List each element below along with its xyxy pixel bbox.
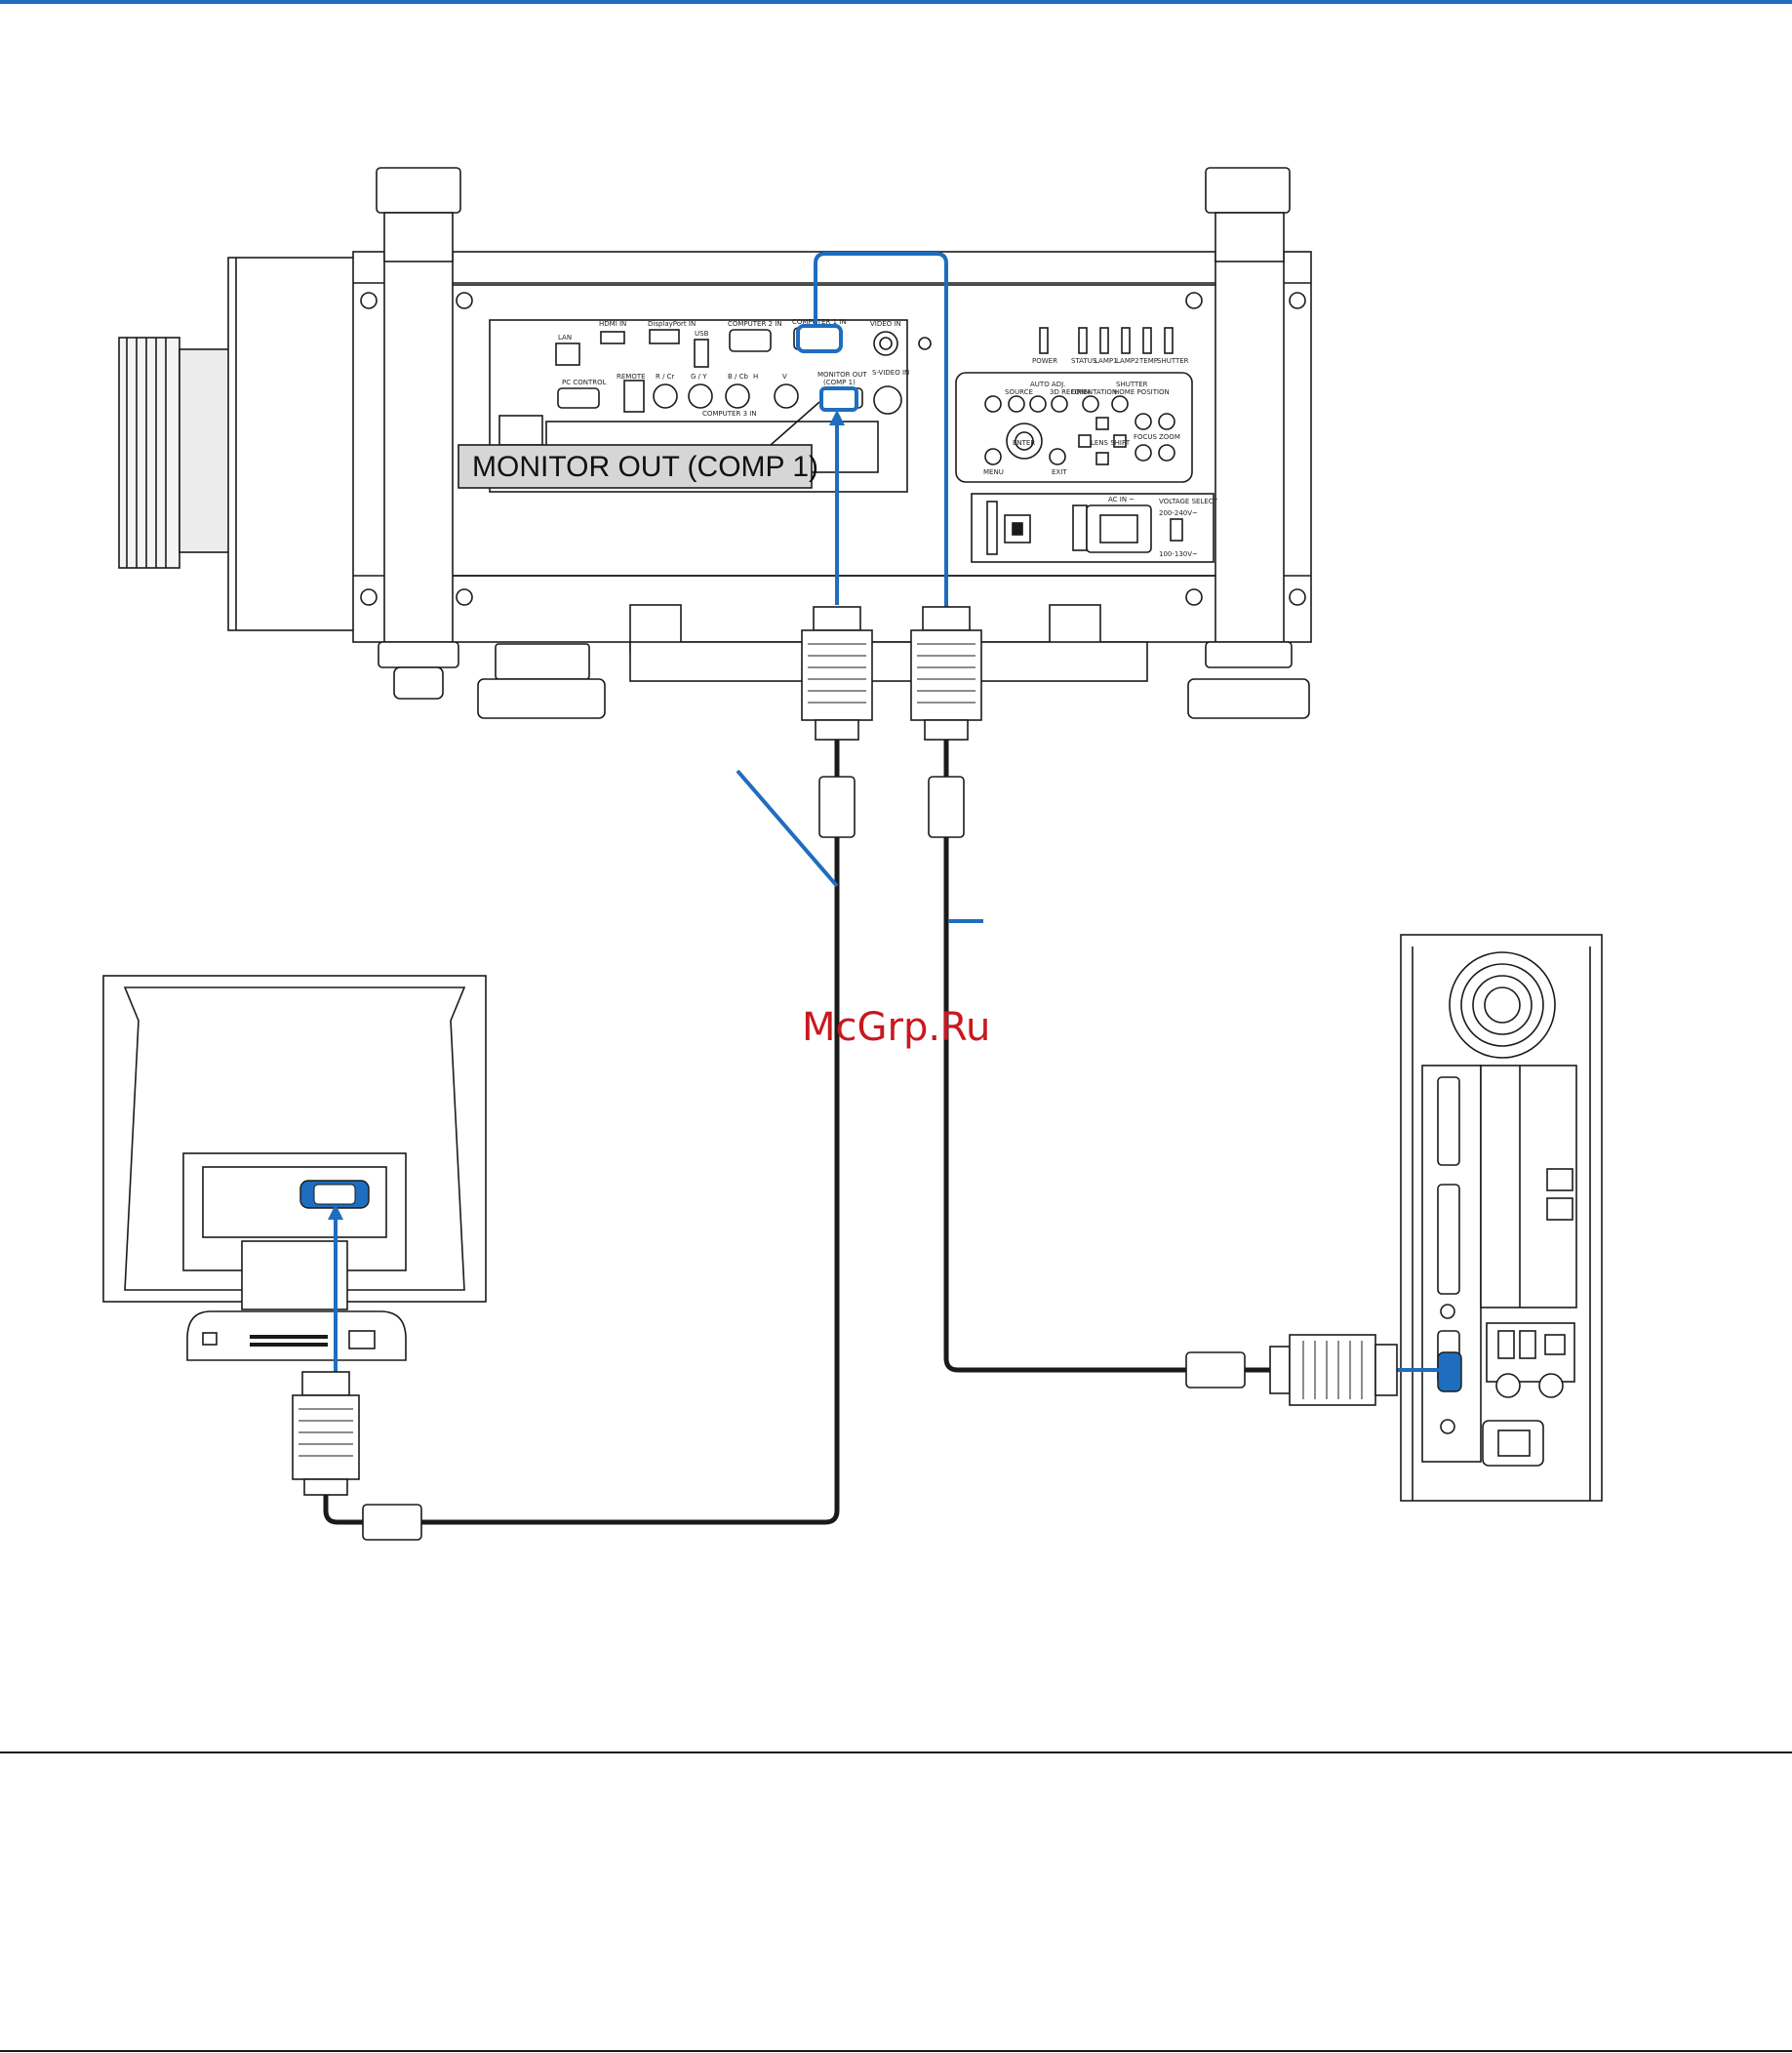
label-s-video-in: S-VIDEO IN	[872, 369, 909, 377]
projector-handle-left	[376, 167, 461, 262]
label-lamp1: LAMP1	[1095, 357, 1118, 365]
top-rule	[0, 0, 1792, 4]
label-home-position: HOME POSITION	[1114, 388, 1170, 396]
projector-port-labels: LAN HDMI IN DisplayPort IN USB COMPUTER …	[558, 318, 1218, 558]
label-displayport-in: DisplayPort IN	[648, 320, 696, 328]
vga-plug-computer	[1269, 1334, 1398, 1406]
watermark-text: McGrp.Ru	[802, 1005, 990, 1050]
label-voltage-select: VOLTAGE SELECT	[1159, 498, 1218, 505]
label-menu: MENU	[983, 468, 1004, 476]
monitor-back	[102, 975, 487, 1303]
label-status: STATUS	[1071, 357, 1097, 365]
label-source: SOURCE	[1005, 388, 1033, 396]
label-v: V	[782, 373, 787, 381]
projector-handle-right	[1205, 167, 1291, 262]
label-power: POWER	[1032, 357, 1057, 365]
label-hdmi-in: HDMI IN	[599, 320, 626, 328]
cable-to-monitor	[323, 740, 840, 1525]
label-monitor-out: MONITOR OUT	[817, 371, 867, 379]
label-h: H	[753, 373, 758, 381]
label-video-in: VIDEO IN	[870, 320, 901, 328]
vga-plug-computer1-in	[910, 606, 982, 741]
label-focus: FOCUS	[1134, 433, 1158, 441]
ferrite-core-2	[362, 1504, 422, 1541]
control-buttons	[984, 395, 1175, 465]
label-lan: LAN	[558, 334, 572, 342]
label-shutter-btn: SHUTTER	[1116, 381, 1148, 388]
vga-plug-monitor-out	[801, 606, 873, 741]
label-computer2-in: COMPUTER 2 IN	[728, 320, 782, 328]
label-auto-adj: AUTO ADJ.	[1030, 381, 1065, 388]
monitor-out-callout: MONITOR OUT (COMP 1)	[458, 401, 820, 489]
vga-plug-monitor	[292, 1371, 360, 1496]
leader-line-1	[736, 769, 839, 888]
label-3d-reform: 3D REFORM	[1050, 388, 1091, 396]
label-usb: USB	[695, 330, 709, 338]
label-ac-in: AC IN ~	[1108, 496, 1135, 503]
cable-to-computer	[943, 740, 1274, 1373]
label-b-cb: B / Cb	[728, 373, 748, 381]
label-lens-shift: LENS SHIFT	[1091, 439, 1131, 447]
ferrite-core-3	[928, 776, 965, 838]
monitor	[102, 975, 487, 1361]
label-monitor-out-sub: (COMP 1)	[823, 379, 856, 386]
label-exit: EXIT	[1052, 468, 1067, 476]
projector-lens	[118, 257, 356, 631]
projector-feet	[378, 604, 1310, 719]
projector	[118, 167, 1312, 719]
label-computer1-in: COMPUTER 1 IN	[792, 318, 847, 326]
label-computer3-in: COMPUTER 3 IN	[702, 410, 757, 418]
highlighted-ports	[796, 252, 948, 615]
label-enter: ENTER	[1013, 439, 1035, 447]
label-r-cr: R / Cr	[656, 373, 675, 381]
label-lamp2: LAMP2	[1116, 357, 1139, 365]
monitor-vga-port	[299, 1180, 370, 1209]
label-remote: REMOTE	[617, 373, 646, 381]
label-zoom: ZOOM	[1159, 433, 1180, 441]
label-temp: TEMP.	[1138, 357, 1159, 365]
ferrite-core-1	[818, 776, 856, 838]
label-v-high: 200-240V~	[1159, 509, 1198, 517]
label-shutter: SHUTTER	[1157, 357, 1189, 365]
label-orientation: ORIENTATION	[1071, 388, 1117, 396]
computer-tower	[1400, 934, 1603, 1502]
indicator-leds	[1039, 327, 1174, 354]
fan-icon	[1449, 951, 1556, 1059]
monitor-out-callout-label: MONITOR OUT (COMP 1)	[472, 451, 818, 483]
label-v-low: 100-130V~	[1159, 550, 1198, 558]
label-g-y: G / Y	[691, 373, 707, 381]
ferrite-core-4	[1185, 1351, 1246, 1389]
label-pc-control: PC CONTROL	[562, 379, 607, 386]
